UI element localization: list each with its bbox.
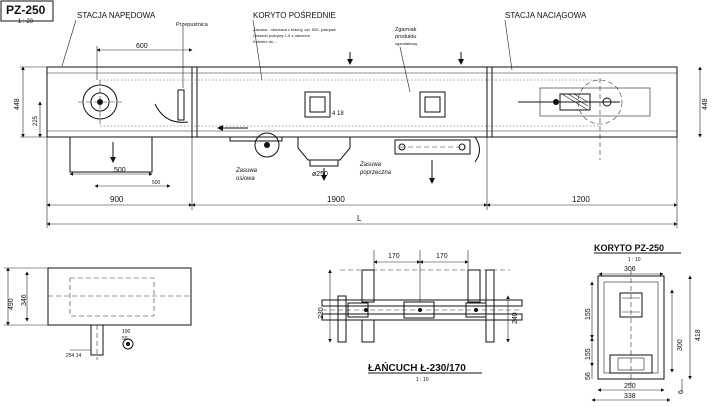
trough-title: KORYTO PZ-250 bbox=[594, 243, 664, 253]
dim-418-mid: 4 18 bbox=[332, 111, 344, 117]
dim-6: 6 bbox=[678, 390, 685, 394]
trough-upper-chain bbox=[619, 292, 643, 318]
chain-scale: 1 : 10 bbox=[416, 377, 429, 383]
dim-600: 600 bbox=[136, 43, 148, 50]
dim-155-top: 155 bbox=[585, 308, 592, 320]
label-overflow-2: produktu bbox=[395, 34, 416, 40]
inspection-window-1 bbox=[304, 91, 331, 118]
dim-1900: 1900 bbox=[327, 195, 345, 204]
plan-bearing bbox=[122, 338, 134, 350]
cross-valve bbox=[394, 139, 471, 155]
dim-448-right: 448 bbox=[702, 98, 709, 110]
label-axial-valve-1: Zasuwa bbox=[235, 168, 258, 174]
dim-338: 338 bbox=[624, 393, 636, 400]
dim-346: 346 bbox=[21, 294, 28, 306]
dim-306: 306 bbox=[624, 266, 636, 273]
label-overflow-1: Zgarniak bbox=[395, 27, 417, 33]
label-inlet-diameter: ø250 bbox=[312, 171, 328, 178]
dim-418: 418 bbox=[695, 329, 702, 341]
note-line-3: Kołnierz do ... bbox=[253, 39, 277, 44]
plan-dim-a: 100 bbox=[122, 329, 131, 335]
outlet-funnel bbox=[297, 137, 351, 161]
dim-230: 230 bbox=[318, 307, 325, 319]
trough-lower-chain bbox=[609, 354, 653, 374]
note-line-2: Gniazdo pokrywy 1.5 z otworem bbox=[253, 33, 311, 38]
label-drive-station: STACJA NAPĘDOWA bbox=[77, 11, 156, 20]
dim-L: L bbox=[357, 214, 362, 223]
label-cross-valve-1: Zasuwa bbox=[359, 162, 382, 168]
dim-155-bottom: 155 bbox=[585, 348, 592, 360]
inspection-window-2 bbox=[419, 91, 446, 118]
label-cross-valve-2: poprzeczna bbox=[359, 170, 392, 176]
main-side-view: STACJA NAPĘDOWA KORYTO POŚREDNIE STACJA … bbox=[20, 11, 678, 184]
label-tension-station: STACJA NACIĄGOWA bbox=[505, 11, 587, 20]
bypass-flap bbox=[154, 103, 189, 123]
dim-170-b: 170 bbox=[436, 253, 448, 260]
dim-448-left: 448 bbox=[14, 98, 21, 110]
dim-170-a: 170 bbox=[388, 253, 400, 260]
label-overflow-3: zgarniakowy bbox=[395, 41, 417, 46]
drawing-code-scale: 1 : 20 bbox=[18, 19, 34, 25]
chain-title: ŁAŃCUCH Ł-230/170 bbox=[368, 361, 466, 374]
drawing-code: PZ-250 bbox=[6, 3, 46, 17]
dim-500-lower: 500 bbox=[152, 180, 161, 186]
dim-900: 900 bbox=[110, 195, 124, 204]
dim-56: 56 bbox=[585, 372, 592, 380]
trough-scale: 1 : 10 bbox=[628, 257, 641, 263]
dim-1200: 1200 bbox=[572, 195, 590, 204]
code-title-block: PZ-250 1 : 20 bbox=[0, 0, 54, 25]
axial-valve bbox=[254, 132, 280, 158]
label-axial-valve-2: osiowa bbox=[236, 176, 255, 182]
plan-view: 490 346 100 50 254 14 bbox=[4, 267, 192, 360]
drive-hopper bbox=[69, 137, 153, 173]
chain-link-left-plate bbox=[337, 295, 347, 343]
chain-view: 170 170 230 240 ŁAŃCUCH Ł-230/170 1 : 10 bbox=[318, 250, 523, 383]
dim-250: 250 bbox=[624, 383, 636, 390]
conveyor-body bbox=[46, 66, 678, 138]
dim-490: 490 bbox=[8, 298, 15, 310]
plan-outline bbox=[47, 267, 192, 326]
plan-dim-bottom: 254 14 bbox=[66, 353, 82, 359]
main-view-dimensions: 600 448 225 448 500 500 900 1900 1200 L bbox=[14, 43, 709, 228]
plan-dim-b: 50 bbox=[122, 336, 128, 342]
label-middle-trough: KORYTO POŚREDNIE bbox=[253, 11, 336, 20]
trough-section: KORYTO PZ-250 1 : 10 306 250 338 155 155… bbox=[585, 243, 702, 402]
dim-500: 500 bbox=[114, 167, 126, 174]
dim-300: 300 bbox=[677, 339, 684, 351]
label-bypass: Przepustnica bbox=[176, 22, 209, 28]
dim-240: 240 bbox=[512, 312, 519, 324]
note-line-1: Zasuwa - obudowa z blachy, szt. 500, pok… bbox=[253, 27, 336, 32]
dim-225: 225 bbox=[33, 115, 39, 126]
